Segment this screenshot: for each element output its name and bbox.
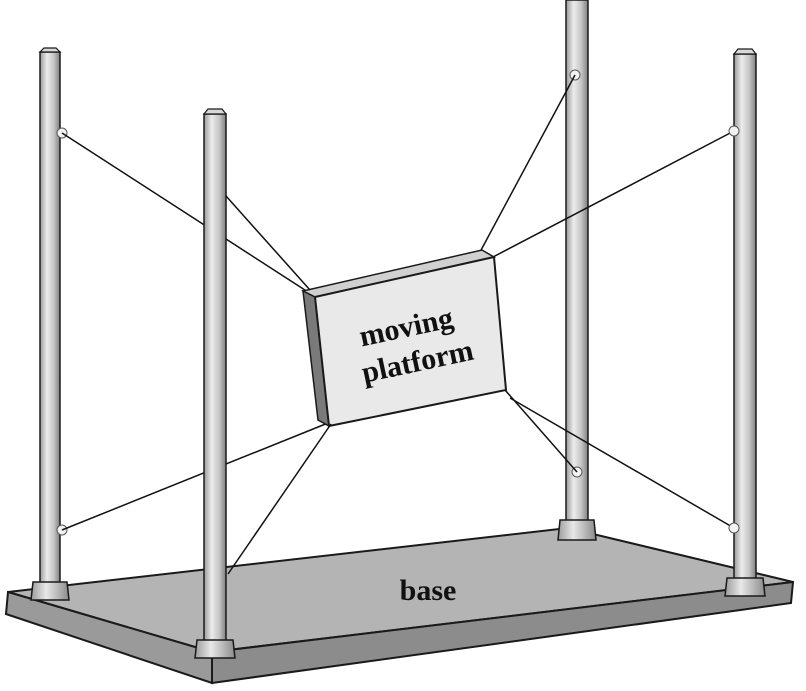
cable	[227, 423, 332, 575]
cable	[225, 195, 311, 291]
post-back-right	[557, 0, 597, 541]
cable	[492, 130, 735, 258]
cable-anchor-upper	[728, 125, 740, 137]
cable-anchor-lower	[728, 522, 740, 534]
cable	[61, 422, 329, 531]
cable	[509, 397, 735, 529]
cables-rear	[61, 74, 735, 531]
cables-front	[225, 195, 332, 575]
post-body	[203, 113, 227, 649]
post-front-right	[724, 48, 766, 597]
post-front-left	[194, 108, 236, 659]
base-label: base	[400, 574, 457, 607]
platform-front-face	[313, 255, 508, 428]
post-cap	[732, 48, 758, 55]
base-plate: base	[4, 526, 795, 685]
base-right-face	[211, 580, 795, 685]
post-nut	[724, 577, 766, 597]
post-cap	[202, 108, 228, 115]
cable	[61, 132, 309, 293]
post-cap	[38, 47, 62, 53]
post-nut	[30, 581, 70, 601]
post-nut	[194, 639, 236, 659]
post-nut	[557, 519, 597, 541]
post-back-left	[30, 47, 70, 601]
cable	[504, 389, 578, 473]
cable	[479, 74, 576, 253]
moving-platform: moving platform	[300, 249, 508, 428]
